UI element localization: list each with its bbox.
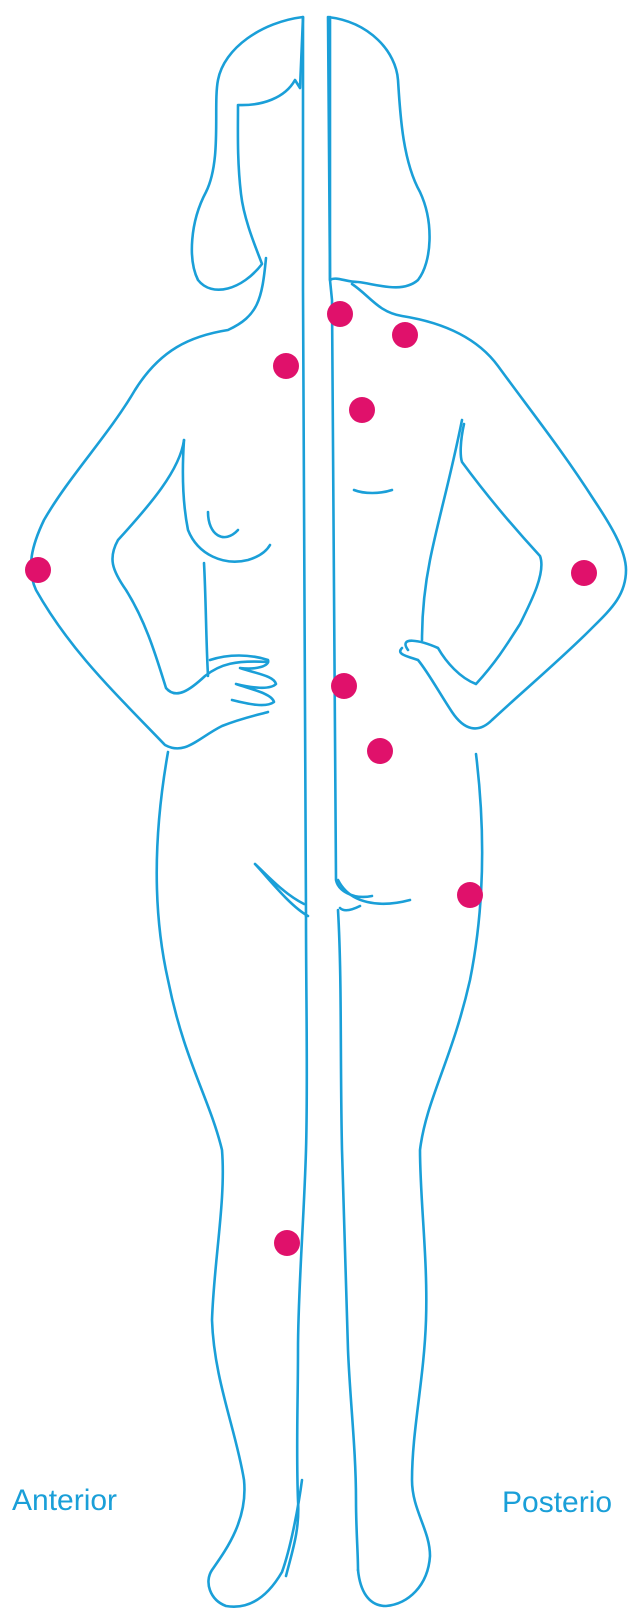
posterior-scapula-detail (354, 490, 392, 493)
anterior-crotch-outline (255, 864, 308, 916)
left-elbow-marker (25, 557, 51, 583)
posterior-centerline (330, 17, 372, 897)
posterior-inner-arm-outline (405, 424, 541, 684)
posterior-inner-leg-outline (338, 910, 358, 1570)
anterior-centerline (303, 17, 306, 916)
posterior-arm-outline (352, 284, 626, 728)
posterior-hair-outline (328, 17, 430, 287)
posterior-hip-marker (457, 882, 483, 908)
posterior-upper-back-marker (392, 322, 418, 348)
anterior-label: Anterior (12, 1486, 117, 1516)
body-outline (31, 17, 626, 1607)
tender-point-markers (25, 301, 597, 1256)
posterior-leg-outline (358, 754, 482, 1606)
anterior-knee-marker (274, 1230, 300, 1256)
posterior-buttock-outline (338, 880, 410, 910)
anterior-hair-outline (192, 17, 303, 290)
posterior-back-outline (422, 420, 462, 640)
anterior-torso-outline (183, 440, 270, 676)
posterior-gluteal-marker (367, 738, 393, 764)
posterior-mid-back-marker (349, 397, 375, 423)
right-elbow-marker (571, 560, 597, 586)
anterior-breast-detail (208, 512, 238, 537)
posterior-label: Posterio (502, 1488, 612, 1518)
posterior-lower-back-marker (331, 673, 357, 699)
posterior-neck-marker (327, 301, 353, 327)
anterior-leg-outline (157, 752, 302, 1607)
anterior-shoulder-marker (273, 353, 299, 379)
